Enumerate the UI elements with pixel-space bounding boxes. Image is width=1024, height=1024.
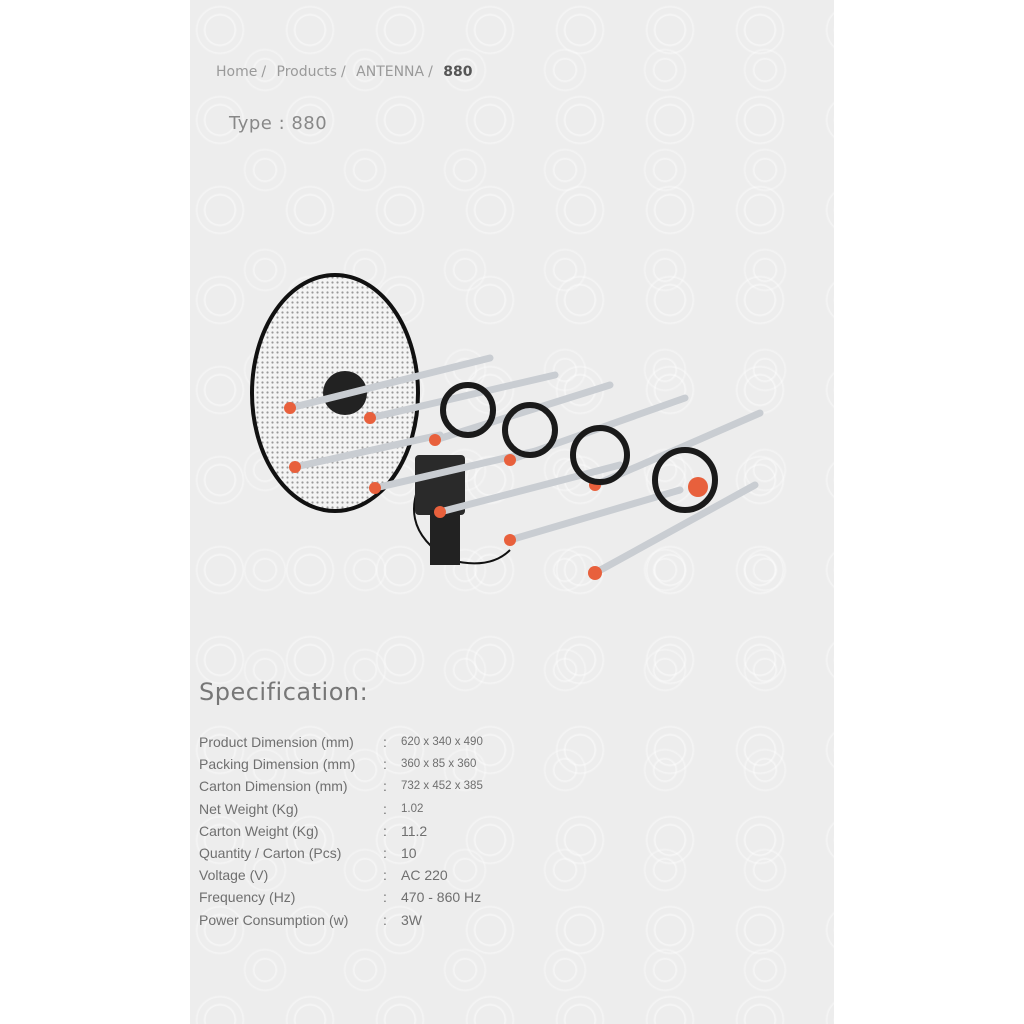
spec-row: Product Dimension (mm): 620 x 340 x 490 <box>199 731 483 753</box>
spec-separator: : <box>383 822 387 839</box>
breadcrumb-products[interactable]: Products <box>276 64 337 80</box>
spec-row: Net Weight (Kg): 1.02 <box>199 798 483 820</box>
breadcrumb-antenna[interactable]: ANTENNA <box>356 64 425 80</box>
spec-value: 620 x 340 x 490 <box>401 736 483 749</box>
spec-separator: : <box>383 734 387 751</box>
breadcrumb: Home/ Products/ ANTENNA/ 880 <box>216 64 473 80</box>
specification-table: Product Dimension (mm): 620 x 340 x 490 P… <box>199 731 483 931</box>
spec-label: Power Consumption (w) <box>199 911 349 928</box>
spec-value: 10 <box>401 845 417 862</box>
spec-separator: : <box>383 800 387 817</box>
spec-label: Frequency (Hz) <box>199 889 296 906</box>
spec-row: Power Consumption (w):3W <box>199 909 483 931</box>
spec-value: 11.2 <box>401 822 428 839</box>
spec-row: Carton Dimension (mm): 732 x 452 x 385 <box>199 775 483 797</box>
spec-separator: : <box>383 889 387 906</box>
spec-label: Packing Dimension (mm) <box>199 756 356 773</box>
spec-label: Product Dimension (mm) <box>199 734 354 751</box>
spec-label: Carton Weight (Kg) <box>199 822 319 839</box>
spec-value: 732 x 452 x 385 <box>401 780 483 793</box>
spec-value: 360 x 85 x 360 <box>401 758 477 771</box>
spec-separator: : <box>383 778 387 795</box>
spec-separator: : <box>383 867 387 884</box>
spec-label: Quantity / Carton (Pcs) <box>199 845 342 862</box>
breadcrumb-home[interactable]: Home <box>216 64 258 80</box>
spec-value: 1.02 <box>401 802 424 815</box>
page-background <box>190 0 834 1024</box>
specification-heading: Specification: <box>199 678 369 706</box>
spec-label: Carton Dimension (mm) <box>199 778 348 795</box>
spec-value: AC 220 <box>401 867 448 884</box>
spec-row: Quantity / Carton (Pcs):10 <box>199 842 483 864</box>
spec-row: Frequency (Hz):470 - 860 Hz <box>199 886 483 908</box>
product-image-antenna <box>250 273 764 580</box>
spec-row: Voltage (V): AC 220 <box>199 864 483 886</box>
spec-label: Voltage (V) <box>199 867 269 884</box>
spec-value: 470 - 860 Hz <box>401 889 482 906</box>
spec-separator: : <box>383 911 387 928</box>
spec-separator: : <box>383 756 387 773</box>
breadcrumb-current: 880 <box>443 64 473 80</box>
page-title: Type : 880 <box>229 113 328 134</box>
spec-separator: : <box>383 845 387 862</box>
spec-row: Carton Weight (Kg):11.2 <box>199 820 483 842</box>
spec-label: Net Weight (Kg) <box>199 800 299 817</box>
spec-value: 3W <box>401 911 422 928</box>
spec-row: Packing Dimension (mm): 360 x 85 x 360 <box>199 753 483 775</box>
